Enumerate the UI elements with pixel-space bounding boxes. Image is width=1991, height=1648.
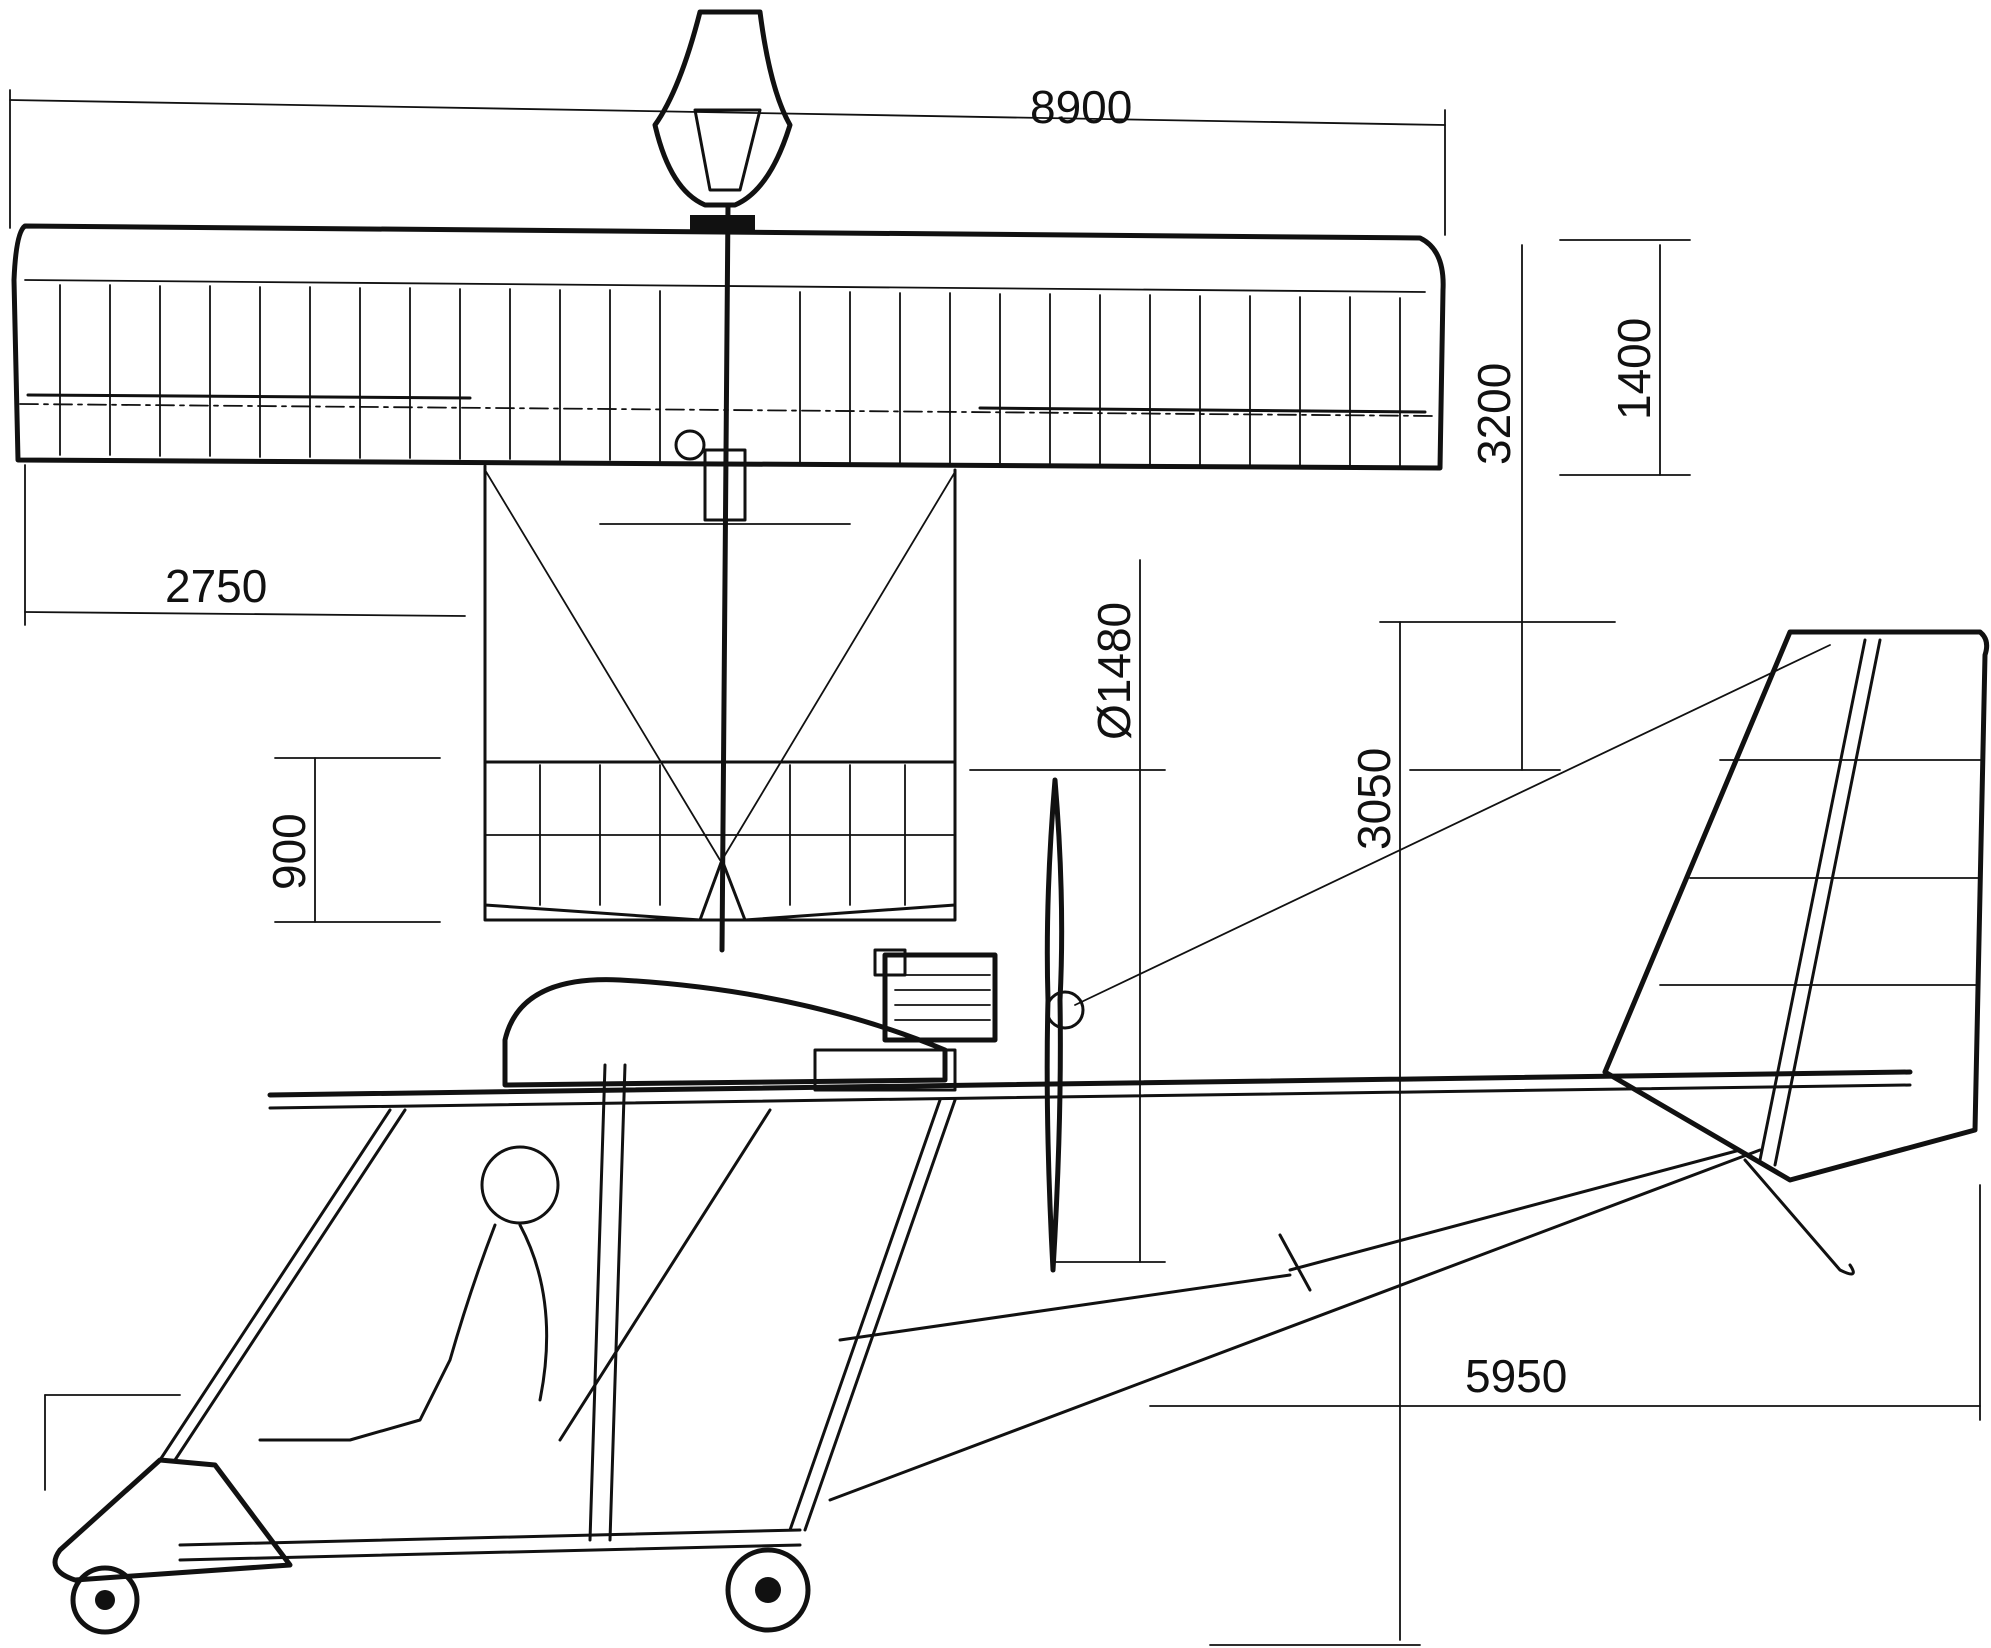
- dim-wing-chord: 1400: [1608, 318, 1660, 420]
- pilot-helmet: [480, 1145, 560, 1225]
- nose-pod: [652, 9, 793, 208]
- tail-bay: [483, 464, 957, 922]
- nose-wheel: [70, 1565, 140, 1635]
- dim-overall-length: 5950: [1465, 1350, 1567, 1402]
- fin: [1602, 629, 1990, 1183]
- engine: [882, 952, 998, 1043]
- propeller: [1044, 777, 1065, 1273]
- dim-aileron-span: 2750: [165, 560, 267, 612]
- main-wing: [11, 223, 1446, 471]
- side-view: [52, 629, 1990, 1635]
- plan-view: [11, 9, 1446, 953]
- tailplane: [483, 760, 957, 922]
- dim-tailplane-chord: 900: [263, 813, 315, 890]
- fuel-tank: [502, 977, 948, 1088]
- dim-propeller-diameter: Ø1480: [1088, 602, 1140, 740]
- dim-wingspan: 8900: [1030, 81, 1132, 133]
- main-wheel: [725, 1547, 811, 1633]
- keel-tube: [719, 202, 731, 953]
- tail-boom: [267, 1069, 1913, 1098]
- dim-overall-height: 3200: [1468, 363, 1520, 465]
- dim-height-to-boom: 3050: [1348, 748, 1400, 850]
- airframe: [158, 1063, 1762, 1562]
- nose: [52, 1457, 293, 1583]
- dimension-lines: [9, 89, 1981, 1646]
